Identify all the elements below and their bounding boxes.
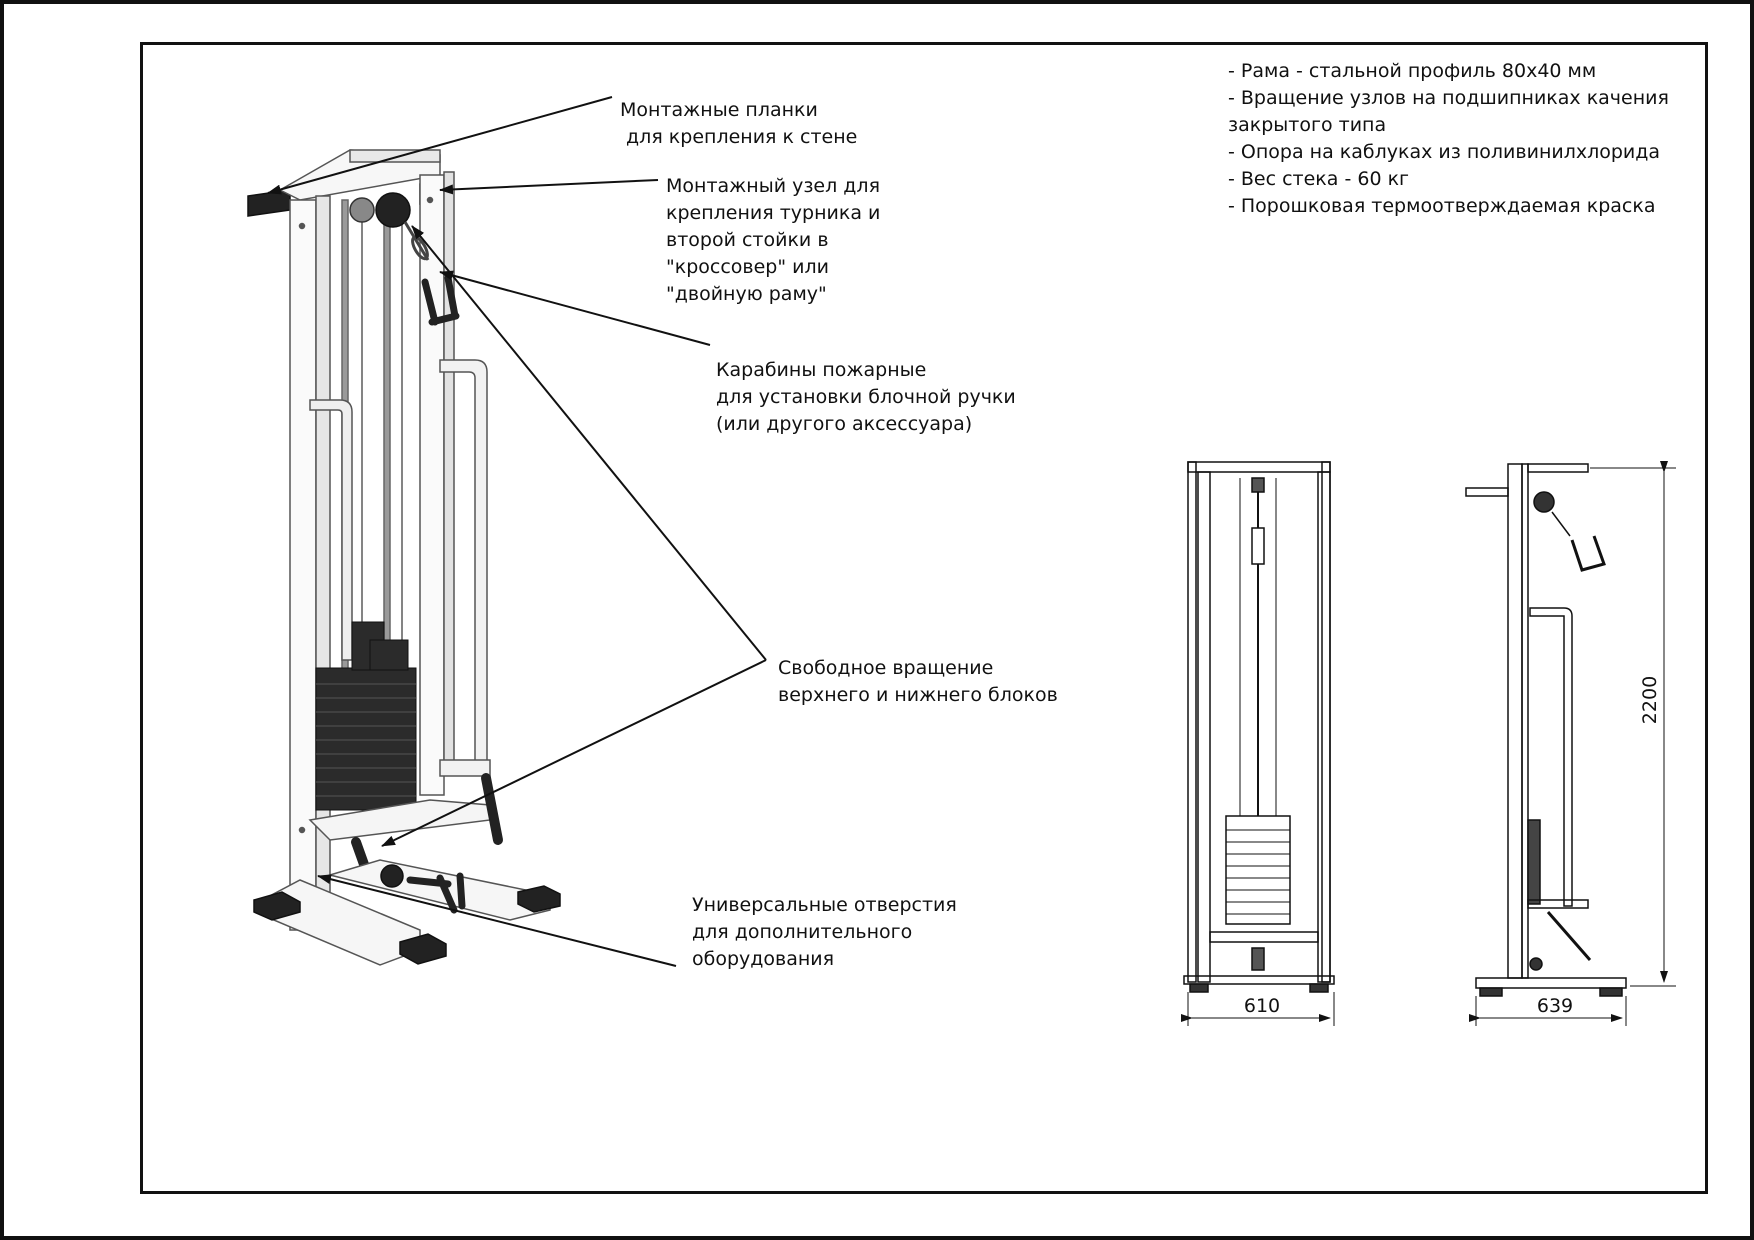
top-pulley-front [375, 192, 411, 228]
side-view [1465, 461, 1676, 1026]
leader-pulley-top [411, 225, 767, 661]
spec-frame: - Рама - стальной профиль 80х40 мм [1228, 60, 1597, 82]
callout-free-rotation: Свободное вращение верхнего и нижнего бл… [778, 657, 1058, 706]
drawing-frame [140, 42, 1708, 1194]
callout-carabiners: Карабины пожарные для установки блочной … [716, 359, 1016, 435]
leader-mount-node [439, 179, 659, 195]
top-handle [421, 274, 460, 326]
spec-feet: - Опора на каблуках из поливинилхлорида [1228, 141, 1661, 163]
front-view [1181, 461, 1335, 1026]
leader-mount-plates [267, 96, 613, 195]
dim-height: 2200 [1639, 676, 1661, 724]
bottom-handle [406, 872, 466, 914]
front-weight-plates [1226, 829, 1290, 915]
callout-mount-node: Монтажный узел для крепления турника и в… [666, 175, 881, 305]
spec-paint: - Порошковая термоотверждаемая краска [1228, 195, 1656, 217]
machine-isometric [247, 149, 561, 966]
wall-plate-left [247, 189, 291, 217]
dim-front-width: 610 [1244, 995, 1280, 1017]
spec-stack-weight: - Вес стека - 60 кг [1228, 168, 1410, 190]
guide-rod-right [383, 199, 391, 671]
bottom-pulley [380, 864, 404, 888]
leader-pulley-bottom [381, 659, 767, 847]
leader-holes [317, 874, 677, 967]
leader-carabiners [439, 270, 711, 346]
callout-mount-plates: Монтажные планки для крепления к стене [620, 99, 858, 148]
foot-front-left [253, 891, 301, 921]
dim-side-depth: 639 [1537, 995, 1573, 1017]
right-upright [419, 174, 445, 796]
spec-bearings: - Вращение узлов на подшипниках качения [1228, 87, 1669, 109]
leader-lines [267, 96, 767, 967]
top-pulley-back [349, 197, 375, 223]
spec-bearings-cont: закрытого типа [1228, 114, 1387, 136]
foot-back-right [517, 885, 561, 913]
weight-stack [315, 621, 417, 811]
base-left [261, 879, 421, 966]
callout-universal-holes: Универсальные отверстия для дополнительн… [692, 894, 957, 970]
foot-front-right [399, 933, 447, 965]
spec-list: - Рама - стальной профиль 80х40 мм - Вра… [1228, 58, 1669, 220]
